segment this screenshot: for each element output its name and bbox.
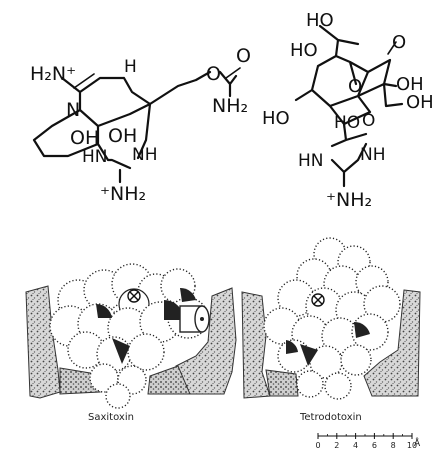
sax-h2n-plus: H₂N⁺ <box>30 63 76 85</box>
sax-membrane-left <box>25 285 61 399</box>
ttx-ho-upper: HO <box>290 40 318 61</box>
scale-bar: 0 2 4 6 8 10 Å <box>315 433 421 450</box>
tetrodotoxin-structure: HO HO O O OH OH HO HO O HN NH ⁺NH₂ <box>262 10 432 211</box>
sax-dark-segment <box>96 303 112 318</box>
ttx-ho-left: HO <box>262 108 290 129</box>
ttx-hn: HN <box>298 151 324 171</box>
ttx-ball <box>340 344 372 376</box>
sax-oh-1: OH <box>108 125 137 147</box>
sax-o-carbonyl: O <box>236 45 251 67</box>
sax-n-ring: N <box>66 99 80 121</box>
ttx-dark-atoms <box>286 321 370 366</box>
sax-dark-segment <box>180 287 196 302</box>
sax-o-ether: O <box>206 63 221 85</box>
ttx-oh-right-2: OH <box>406 92 432 113</box>
scale-tick-label: 2 <box>334 441 339 450</box>
sax-dark-segment <box>164 300 184 320</box>
sax-hn-left: HN <box>82 147 108 167</box>
ttx-ball <box>296 370 324 398</box>
saxitoxin-structure: H₂N⁺ H N O O NH₂ OH OH HN NH ⁺NH₂ <box>30 45 251 205</box>
ttx-o-ring: O <box>348 76 362 97</box>
sax-ball <box>89 363 119 393</box>
scale-bar-ticks: 0 2 4 6 8 10 <box>315 433 417 450</box>
sax-oh-2: OH <box>70 127 99 149</box>
sax-ball <box>105 383 131 409</box>
ttx-membrane-left <box>241 291 271 399</box>
ttx-o-ketone: O <box>392 32 406 53</box>
caption-saxitoxin: Saxitoxin <box>88 412 134 423</box>
scale-tick-label: 4 <box>353 441 358 450</box>
sax-cross-marker <box>127 289 141 303</box>
ttx-ball <box>351 313 389 351</box>
sax-membrane-bottom-right <box>147 365 191 395</box>
ttx-oh-right-1: OH <box>396 74 424 95</box>
scale-tick-label: 0 <box>315 441 320 450</box>
sax-nh2-plus: ⁺NH₂ <box>100 183 146 205</box>
scale-tick-label: 8 <box>391 441 396 450</box>
ttx-cross-marker <box>311 293 325 307</box>
sax-ball <box>127 333 165 371</box>
tetrodotoxin-bonds <box>294 24 404 188</box>
sax-membrane-bottom <box>59 367 101 395</box>
ttx-ball <box>324 372 352 400</box>
ttx-o-mid: O <box>362 111 375 131</box>
ttx-dark-segment <box>300 344 318 366</box>
scale-tick-label: 6 <box>372 441 377 450</box>
scale-bar-unit: Å <box>414 437 421 449</box>
tetrodotoxin-channel-model <box>241 237 421 400</box>
saxitoxin-bonds <box>32 70 238 184</box>
saxitoxin-channel-model <box>25 263 237 409</box>
sax-nh2-carbamate: NH₂ <box>212 95 248 117</box>
ttx-nh: NH <box>360 145 386 165</box>
ttx-membrane-bottom <box>265 369 299 397</box>
scale-tick-label: 10 <box>407 441 417 450</box>
sax-dark-atoms <box>96 287 196 364</box>
ttx-ho-mid: HO <box>334 113 360 133</box>
ttx-dark-segment <box>286 340 298 354</box>
sax-cylinder <box>179 305 210 333</box>
ttx-ho-top: HO <box>306 10 334 31</box>
ttx-atoms <box>263 237 401 400</box>
sax-nh-right: NH <box>132 145 158 165</box>
ttx-membrane-right <box>363 289 421 397</box>
caption-tetrodotoxin: Tetrodotoxin <box>299 412 362 423</box>
ttx-nh2-plus: ⁺NH₂ <box>326 189 372 211</box>
sax-nh-top: H <box>124 57 137 77</box>
sax-dark-segment <box>112 338 130 364</box>
ttx-dark-segment <box>354 321 370 338</box>
